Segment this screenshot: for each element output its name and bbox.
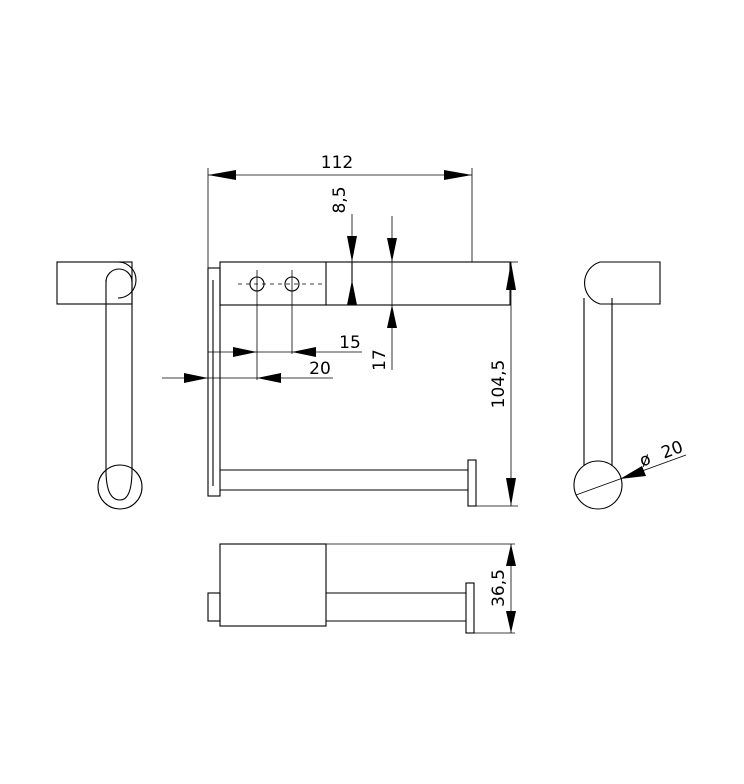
dim-hole-offset: 20 [162, 359, 333, 383]
bottom-view-end-cap [465, 582, 475, 634]
dim-overall-width: 112 [207, 153, 473, 268]
bottom-view [207, 543, 515, 634]
front-end-cap [467, 459, 477, 507]
dim-tab-height: 17 [370, 216, 397, 371]
left-side-view [56, 261, 143, 510]
right-view-top-block [584, 261, 661, 305]
bottom-view-block [219, 543, 327, 627]
left-view-top-cap [117, 261, 137, 299]
front-view [207, 261, 511, 507]
dim-104-5-label: 104,5 [489, 360, 509, 409]
bottom-view-wall-tab [207, 592, 221, 622]
front-wall-plate [207, 267, 221, 497]
left-view-bar-bottom [105, 469, 133, 501]
dim-36-5-label: 36,5 [489, 569, 509, 607]
left-view-bar-top [105, 268, 133, 283]
dim-hole-spacing: 15 [208, 298, 362, 380]
dim-8-5-label: 8,5 [330, 186, 350, 213]
dim-depth: 36,5 [489, 544, 516, 633]
dim-overall-height: 104,5 [476, 261, 518, 507]
dim-112-label: 112 [321, 153, 353, 173]
dim-17-label: 17 [370, 349, 390, 371]
right-view-bottom-circle [573, 460, 623, 510]
dim-diameter-label: 20 [659, 437, 686, 463]
dim-diameter: ø 20 [575, 437, 687, 496]
left-view-bottom-circle [97, 464, 143, 510]
dim-15-label: 15 [339, 333, 361, 353]
right-side-view [573, 261, 661, 510]
dim-20-label: 20 [309, 359, 331, 379]
dim-top-offset: 8,5 [330, 186, 357, 305]
